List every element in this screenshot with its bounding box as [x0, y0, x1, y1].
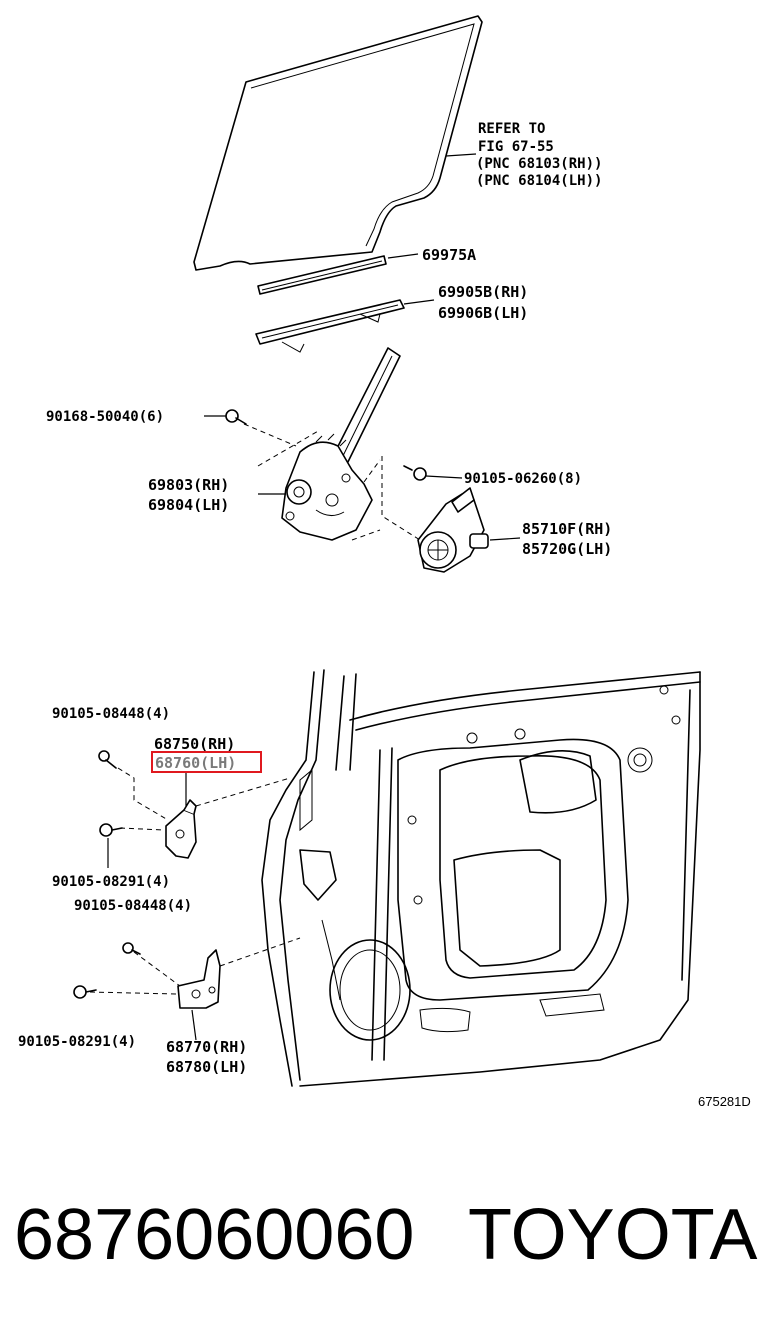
callout-90105-08448-lower: 90105-08448(4): [74, 898, 192, 914]
callout-90105-06260: 90105-06260(8): [464, 471, 582, 487]
callout-refer-line-4: (PNC 68104(LH)): [476, 173, 602, 189]
bolt-upper-90105-08291: [99, 823, 123, 837]
parts-diagram: REFER TO FIG 67-55 (PNC 68103(RH)) (PNC …: [18, 15, 751, 1109]
window-motor: [417, 487, 489, 573]
callout-68750: 68750(RH): [154, 735, 235, 753]
door-inner-panel: [261, 669, 701, 1087]
bolt-upper-90105-08448: [98, 750, 117, 769]
callout-68770: 68770(RH): [166, 1038, 247, 1056]
callout-85710f: 85710F(RH): [522, 520, 612, 538]
footer: 6876060060 TOYOTA: [0, 1190, 760, 1280]
figure-id: 675281D: [698, 1094, 751, 1109]
callout-69905b: 69905B(RH): [438, 283, 528, 301]
callout-85720g: 85720G(LH): [522, 540, 612, 558]
callout-90105-08291-lower: 90105-08291(4): [18, 1034, 136, 1050]
callout-69975a: 69975A: [422, 246, 476, 264]
part-number: 6876060060: [14, 1195, 415, 1275]
callout-90105-08291-upper: 90105-08291(4): [52, 874, 170, 890]
leader-lines: [107, 153, 521, 1041]
callout-90105-08448-upper: 90105-08448(4): [52, 706, 170, 722]
callout-69906b: 69906B(LH): [438, 304, 528, 322]
callout-68780: 68780(LH): [166, 1058, 247, 1076]
callout-90168-50040: 90168-50040(6): [46, 409, 164, 425]
lower-hinge: [89, 937, 301, 1009]
bolt-90168: [225, 409, 247, 425]
callout-refer-line-2: FIG 67-55: [478, 139, 554, 155]
window-regulator: [243, 347, 421, 541]
callout-refer: REFER TO FIG 67-55 (PNC 68103(RH)) (PNC …: [476, 121, 602, 189]
callout-refer-line-3: (PNC 68103(RH)): [476, 156, 602, 172]
callout-refer-line-1: REFER TO: [478, 121, 545, 137]
glass-channel: [255, 299, 405, 353]
door-glass: [193, 15, 483, 271]
highlight-box: [151, 751, 262, 773]
callout-68760-highlighted: 68760(LH): [155, 754, 236, 772]
glass-run-channel: [257, 255, 387, 295]
bolt-lower-90105-08291: [73, 985, 97, 999]
bolt-90105-06260: [403, 465, 427, 481]
brand-name: TOYOTA: [468, 1195, 758, 1275]
callout-69804: 69804(LH): [148, 496, 229, 514]
bolt-lower-90105-08448: [122, 942, 141, 955]
upper-hinge: [117, 767, 291, 859]
callout-69803: 69803(RH): [148, 476, 229, 494]
